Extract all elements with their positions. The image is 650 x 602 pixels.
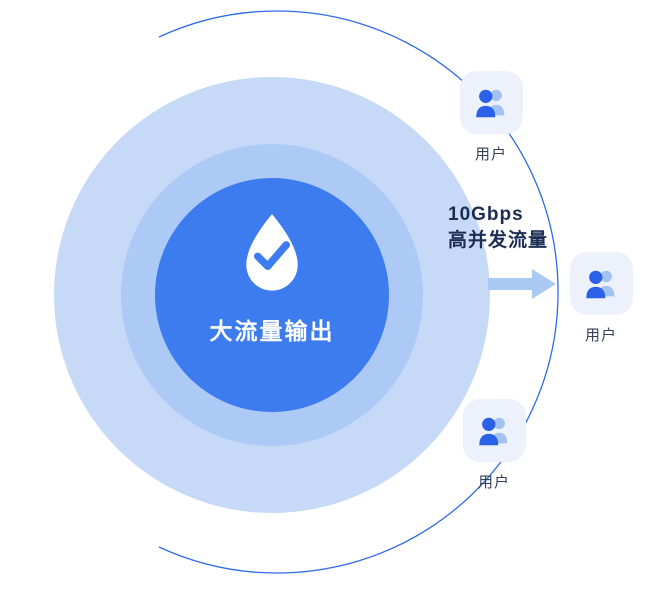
user-node-bottom: 用户 [462,399,526,492]
trend-check-stroke [254,241,290,270]
flow-arrow-shape [488,269,556,299]
front-user-body [586,286,606,298]
flow-rate-text: 10Gbps [448,204,524,225]
orbit-arc-path [158,10,559,574]
front-user-head [589,270,603,284]
back-user-head [490,89,502,101]
core-circle: 大流量输出 [155,178,389,412]
flow-desc-text: 高并发流量 [448,230,549,251]
drop-shape [246,214,298,291]
front-user-body [476,105,496,117]
flow-arrow [488,269,556,299]
users-icon [476,89,505,117]
user-label: 用户 [477,474,510,491]
user-card [569,252,633,315]
front-user-head [479,89,493,103]
user-label: 用户 [584,327,617,344]
user-card [459,71,523,134]
back-user-head [600,270,612,282]
users-icon [586,270,615,298]
water-drop-trend-icon [246,214,298,291]
user-label: 用户 [474,146,507,163]
core-label: 大流量输出 [209,318,335,344]
user-node-top: 用户 [459,71,523,164]
flow-throughput-label: 10Gbps 高并发流量 [448,202,568,254]
front-user-body [479,433,499,445]
user-node-middle: 用户 [569,252,633,345]
front-user-head [482,417,496,431]
user-card [462,399,526,462]
back-user-head [493,417,505,429]
users-icon [479,417,508,445]
